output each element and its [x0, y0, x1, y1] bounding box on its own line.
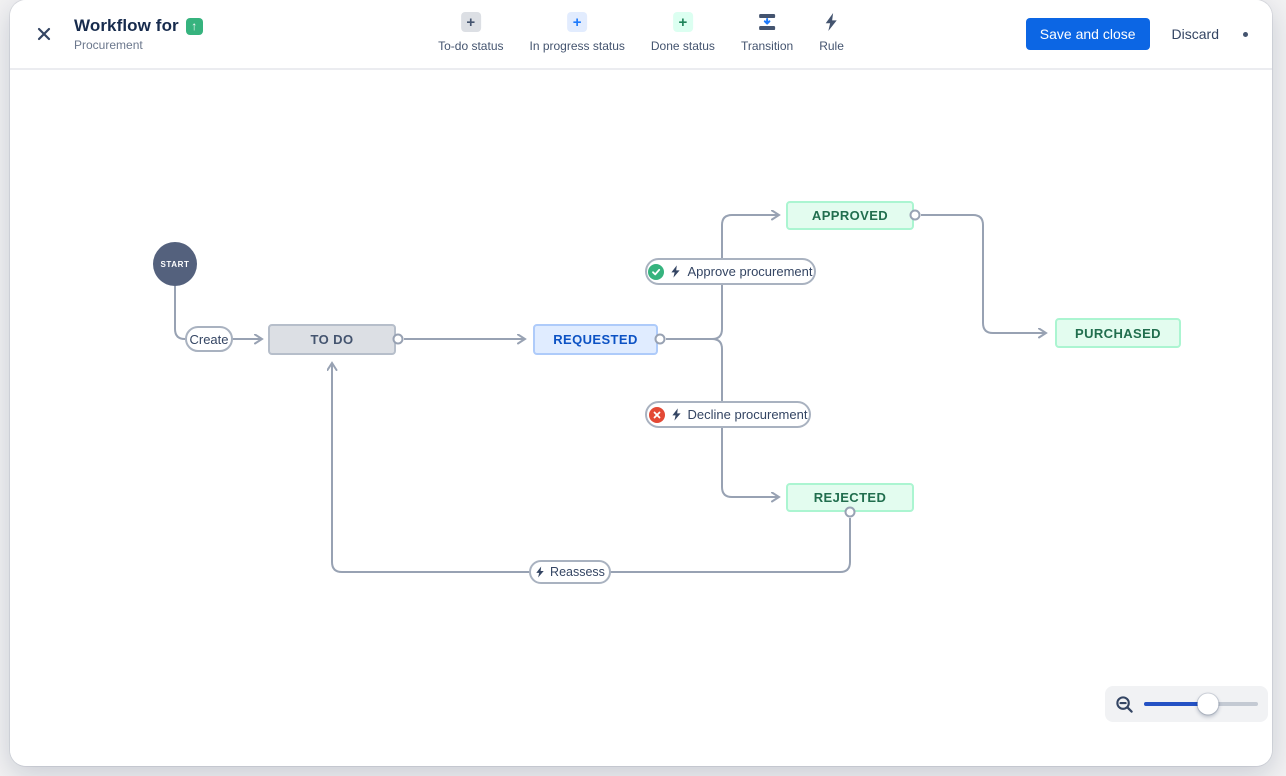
transition-reassess[interactable]: Reassess — [529, 560, 611, 584]
editor-header: Workflow for ↑ Procurement + To-do statu… — [10, 0, 1272, 70]
rule-bolt-icon — [671, 265, 681, 278]
add-transition-button[interactable]: Transition — [741, 12, 793, 53]
more-options-dot[interactable] — [1243, 31, 1248, 37]
transition-create[interactable]: Create — [185, 326, 233, 352]
tool-label: Done status — [650, 39, 715, 53]
lightning-bolt-icon — [826, 13, 838, 31]
header-actions: Save and close Discard — [1025, 18, 1252, 50]
tool-label: Rule — [819, 39, 844, 53]
tool-label: In progress status — [529, 39, 625, 53]
workflow-editor-window: Workflow for ↑ Procurement + To-do statu… — [10, 0, 1272, 766]
plus-grey-icon: + — [460, 12, 481, 32]
add-inprogress-status-button[interactable]: + In progress status — [530, 12, 625, 53]
discard-button[interactable]: Discard — [1171, 26, 1219, 42]
workflow-subtitle: Procurement — [74, 38, 143, 52]
port-requested-right[interactable] — [654, 333, 666, 345]
status-node-approved[interactable]: APPROVED — [786, 201, 914, 230]
page-title: Workflow for — [74, 16, 179, 35]
tool-label: To-do status — [438, 39, 504, 53]
transition-label: Approve procurement — [687, 264, 813, 279]
zoom-slider-fill — [1144, 702, 1208, 706]
workflow-canvas[interactable]: START TO DO REQUESTED APPROVED PURCHASED… — [10, 70, 1272, 766]
status-node-to-do[interactable]: TO DO — [268, 324, 396, 355]
transition-icon — [759, 14, 776, 30]
transition-label: Decline procurement — [687, 407, 808, 422]
magnifier-minus-icon[interactable] — [1115, 695, 1134, 714]
port-approved-right[interactable] — [909, 209, 921, 221]
zoom-slider-thumb[interactable] — [1197, 693, 1219, 715]
close-icon — [37, 27, 51, 41]
status-node-requested[interactable]: REQUESTED — [533, 324, 658, 355]
port-rejected-bottom[interactable] — [844, 506, 856, 518]
zoom-control — [1105, 686, 1268, 722]
save-and-close-button[interactable]: Save and close — [1025, 18, 1150, 50]
transition-label: Create — [189, 331, 229, 347]
approved-check-icon — [648, 263, 665, 280]
add-done-status-button[interactable]: + Done status — [651, 12, 715, 53]
plus-blue-icon: + — [567, 12, 588, 32]
title-block: Workflow for ↑ Procurement — [74, 16, 203, 52]
rule-bolt-icon — [671, 408, 681, 421]
transition-label: Reassess — [550, 565, 605, 579]
tool-label: Transition — [740, 39, 794, 53]
plus-green-icon: + — [672, 12, 693, 32]
add-rule-button[interactable]: Rule — [819, 12, 844, 53]
palette-toolbar: + To-do status + In progress status + Do… — [438, 0, 844, 68]
add-todo-status-button[interactable]: + To-do status — [438, 12, 504, 53]
port-todo-right[interactable] — [392, 333, 404, 345]
start-node[interactable]: START — [153, 242, 197, 286]
status-node-purchased[interactable]: PURCHASED — [1055, 318, 1181, 348]
declined-cross-icon — [648, 406, 665, 423]
rule-bolt-icon — [536, 566, 544, 578]
workflow-edges — [174, 70, 1272, 573]
transition-approve-procurement[interactable]: Approve procurement — [645, 258, 816, 285]
close-button[interactable] — [30, 20, 58, 48]
transition-decline-procurement[interactable]: Decline procurement — [645, 401, 811, 428]
issue-type-icon: ↑ — [185, 17, 203, 35]
zoom-slider[interactable] — [1144, 693, 1258, 715]
